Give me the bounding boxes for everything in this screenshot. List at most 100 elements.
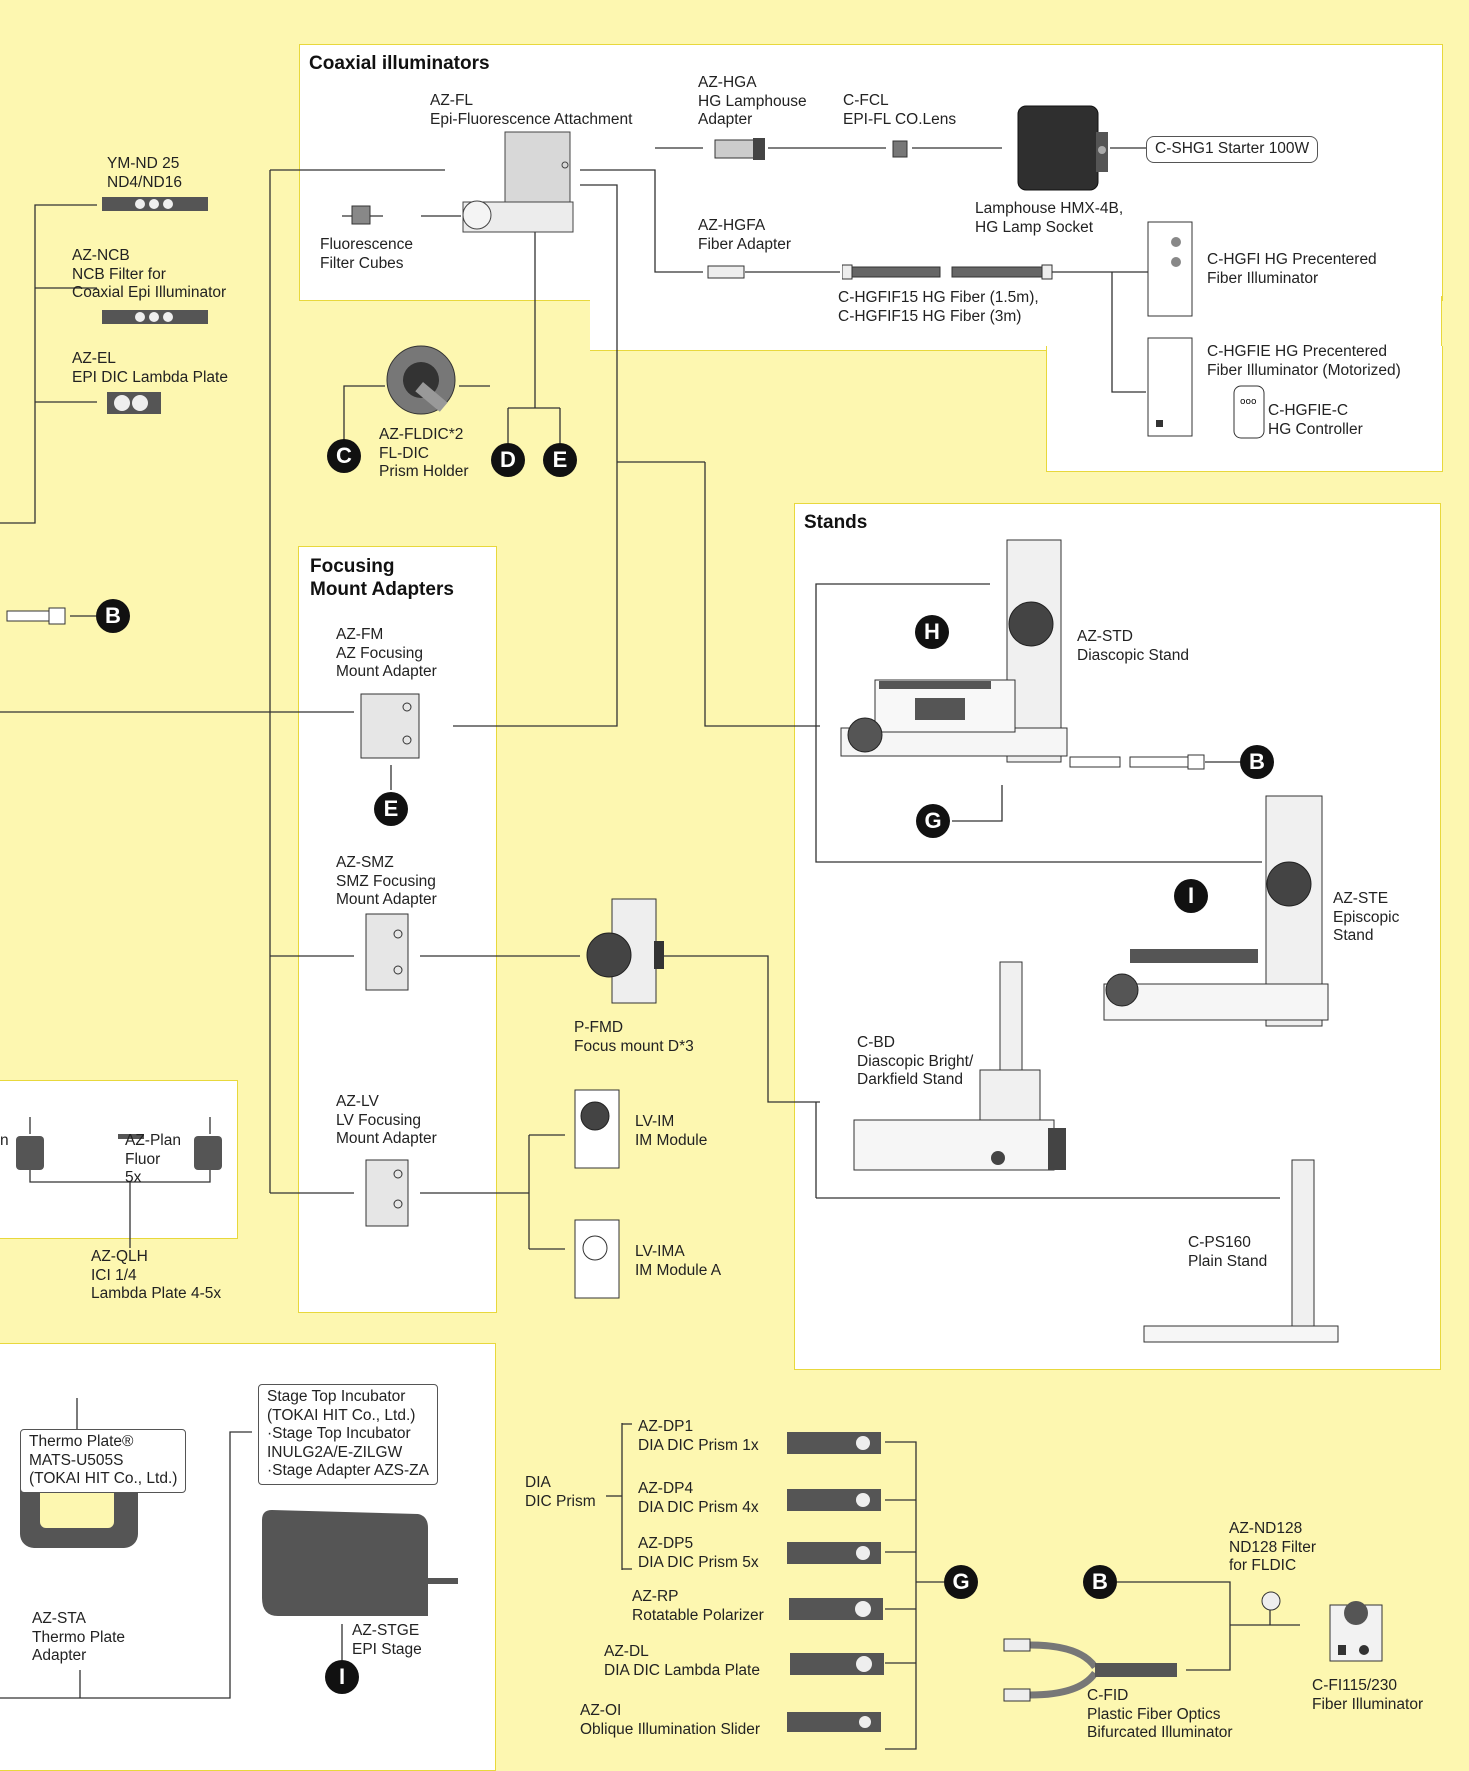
hg-fiber-label: C-HGFIF15 HG Fiber (1.5m), C-HGFIF15 HG … (838, 289, 1039, 325)
az-lv-label: AZ-LV LV Focusing Mount Adapter (336, 1093, 437, 1148)
az-smz-label: AZ-SMZ SMZ Focusing Mount Adapter (336, 854, 437, 909)
lv-im-module-image (574, 1089, 620, 1169)
az-fm-label: AZ-FM AZ Focusing Mount Adapter (336, 626, 437, 681)
fluorescence-filter-cubes-label: Fluorescence Filter Cubes (320, 236, 414, 272)
stage-top-incubator-label: Stage Top Incubator (TOKAI HIT Co., Ltd.… (258, 1384, 438, 1485)
marker-e-top: E (543, 443, 577, 477)
az-stge-label: AZ-STGE EPI Stage (352, 1622, 422, 1658)
fiber-connector-image (6, 607, 66, 625)
lamphouse-image (1017, 105, 1108, 191)
az-dp4-label: AZ-DP4 DIA DIC Prism 4x (638, 1480, 759, 1516)
dia-dic-prism-label: DIA DIC Prism (525, 1474, 596, 1510)
az-qlh-label: AZ-QLH ICI 1/4 Lambda Plate 4-5x (91, 1248, 222, 1303)
c-fi115-illuminator-image (1329, 1601, 1383, 1662)
c-fid-label: C-FID Plastic Fiber Optics Bifurcated Il… (1087, 1687, 1233, 1742)
az-stge-stage-image (262, 1510, 458, 1616)
focusing-panel-title: Focusing Mount Adapters (310, 556, 454, 600)
az-plan-left-objective-image (16, 1136, 44, 1170)
marker-g-dic: G (944, 1565, 978, 1599)
c-fcl-lens-image (892, 140, 908, 158)
c-hgfie-illuminator-image (1147, 337, 1193, 437)
az-sta-label: AZ-STA Thermo Plate Adapter (32, 1610, 126, 1665)
c-fi115-label: C-FI115/230 Fiber Illuminator (1312, 1677, 1424, 1713)
az-ncb-label: AZ-NCB NCB Filter for Coaxial Epi Illumi… (72, 247, 227, 302)
az-ncb-filter-image (102, 310, 208, 324)
az-dp5-label: AZ-DP5 DIA DIC Prism 5x (638, 1535, 759, 1571)
az-fl-attachment-image (462, 131, 574, 233)
az-el-plate-image (107, 392, 161, 414)
svg-text:ooo: ooo (1240, 397, 1257, 407)
c-hgfi-illuminator-image (1147, 221, 1193, 317)
ym-nd25-label: YM-ND 25 ND4/ND16 (107, 155, 182, 191)
c-ps160-label: C-PS160 Plain Stand (1188, 1234, 1268, 1270)
c-hgfie-c-controller-image: ooo (1233, 385, 1265, 439)
az-plan-fluor-label: AZ-Plan Fluor 5x (125, 1132, 181, 1187)
az-plan-fluor-objective-image (194, 1136, 222, 1170)
az-smz-adapter-image (365, 913, 409, 991)
az-std-diascopic-stand-image (840, 539, 1068, 763)
stands-panel (794, 503, 1441, 1370)
az-el-label: AZ-EL EPI DIC Lambda Plate (72, 350, 228, 386)
marker-i-stand: I (1174, 879, 1208, 913)
az-hgfa-adapter-image (707, 265, 745, 279)
marker-c: C (327, 439, 361, 473)
az-hga-adapter-image (714, 138, 765, 160)
coaxial-panel (299, 44, 1443, 301)
p-fmd-label: P-FMD Focus mount D*3 (574, 1019, 694, 1055)
p-fmd-focus-mount-image (586, 898, 664, 1004)
az-fl-label: AZ-FL Epi-Fluorescence Attachment (430, 92, 633, 128)
az-qlh-plate-image (118, 1134, 144, 1139)
az-ste-label: AZ-STE Episcopic Stand (1333, 890, 1400, 945)
az-oi-label: AZ-OI Oblique Illumination Slider (580, 1702, 761, 1738)
c-shg1-starter-label: C-SHG1 Starter 100W (1146, 136, 1319, 163)
marker-h: H (915, 615, 949, 649)
az-oi-slider-image (787, 1712, 881, 1732)
az-dp1-label: AZ-DP1 DIA DIC Prism 1x (638, 1418, 759, 1454)
c-fid-bifurcated-illuminator-image (1003, 1638, 1177, 1702)
marker-b-stand: B (1240, 745, 1274, 779)
hg-fiber-image (842, 264, 1053, 280)
az-rp-polarizer-image (789, 1598, 883, 1620)
az-ste-episcopic-stand-image (1103, 795, 1329, 1027)
c-fcl-label: C-FCL EPI-FL CO.Lens (843, 92, 957, 128)
az-dl-plate-image (790, 1653, 884, 1675)
az-rp-label: AZ-RP Rotatable Polarizer (632, 1588, 764, 1624)
az-dp1-prism-image (787, 1432, 881, 1454)
az-dp4-prism-image (787, 1489, 881, 1511)
c-ps160-plain-stand-image (1143, 1159, 1339, 1343)
marker-i-stage: I (325, 1660, 359, 1694)
az-fldic-prism-holder-image (386, 345, 456, 415)
marker-b-left: B (96, 599, 130, 633)
marker-g-stand: G (916, 804, 950, 838)
az-hga-label: AZ-HGA HG Lamphouse Adapter (698, 74, 807, 129)
az-lv-adapter-image (365, 1159, 409, 1227)
az-nd128-label: AZ-ND128 ND128 Filter for FLDIC (1229, 1520, 1316, 1575)
marker-b-fiber: B (1083, 1565, 1117, 1599)
marker-d: D (491, 443, 525, 477)
stands-panel-title: Stands (804, 512, 868, 533)
az-hgfa-label: AZ-HGFA Fiber Adapter (698, 217, 792, 253)
az-fldic-label: AZ-FLDIC*2 FL-DIC Prism Holder (379, 426, 469, 481)
az-dl-label: AZ-DL DIA DIC Lambda Plate (604, 1643, 760, 1679)
coaxial-panel-ext (590, 296, 1442, 351)
az-nd128-filter-image (1261, 1591, 1281, 1611)
az-std-label: AZ-STD Diascopic Stand (1077, 628, 1190, 664)
c-hgfie-c-label: C-HGFIE-C HG Controller (1268, 402, 1363, 438)
fluorescence-filter-cube-image (351, 205, 371, 225)
c-hgfie-label: C-HGFIE HG Precentered Fiber Illuminator… (1207, 343, 1401, 379)
lv-im-label: LV-IM IM Module (635, 1113, 708, 1149)
lamphouse-label: Lamphouse HMX-4B, HG Lamp Socket (975, 200, 1124, 236)
thermo-plate-label: Thermo Plate® MATS-U505S (TOKAI HIT Co.,… (20, 1429, 187, 1493)
az-dp5-prism-image (787, 1542, 881, 1564)
c-bd-stand-image (853, 961, 1066, 1171)
ym-nd25-filter-image (102, 197, 208, 211)
c-hgfi-label: C-HGFI HG Precentered Fiber Illuminator (1207, 251, 1377, 287)
coaxial-panel-title: Coaxial illuminators (309, 53, 490, 74)
az-plan-left-label: n (0, 1132, 9, 1149)
lv-ima-label: LV-IMA IM Module A (635, 1243, 722, 1279)
az-fm-adapter-image (360, 693, 420, 759)
marker-e-focus: E (374, 792, 408, 826)
c-bd-label: C-BD Diascopic Bright/ Darkfield Stand (857, 1034, 974, 1089)
stand-fiber-connector-image (1069, 754, 1205, 770)
